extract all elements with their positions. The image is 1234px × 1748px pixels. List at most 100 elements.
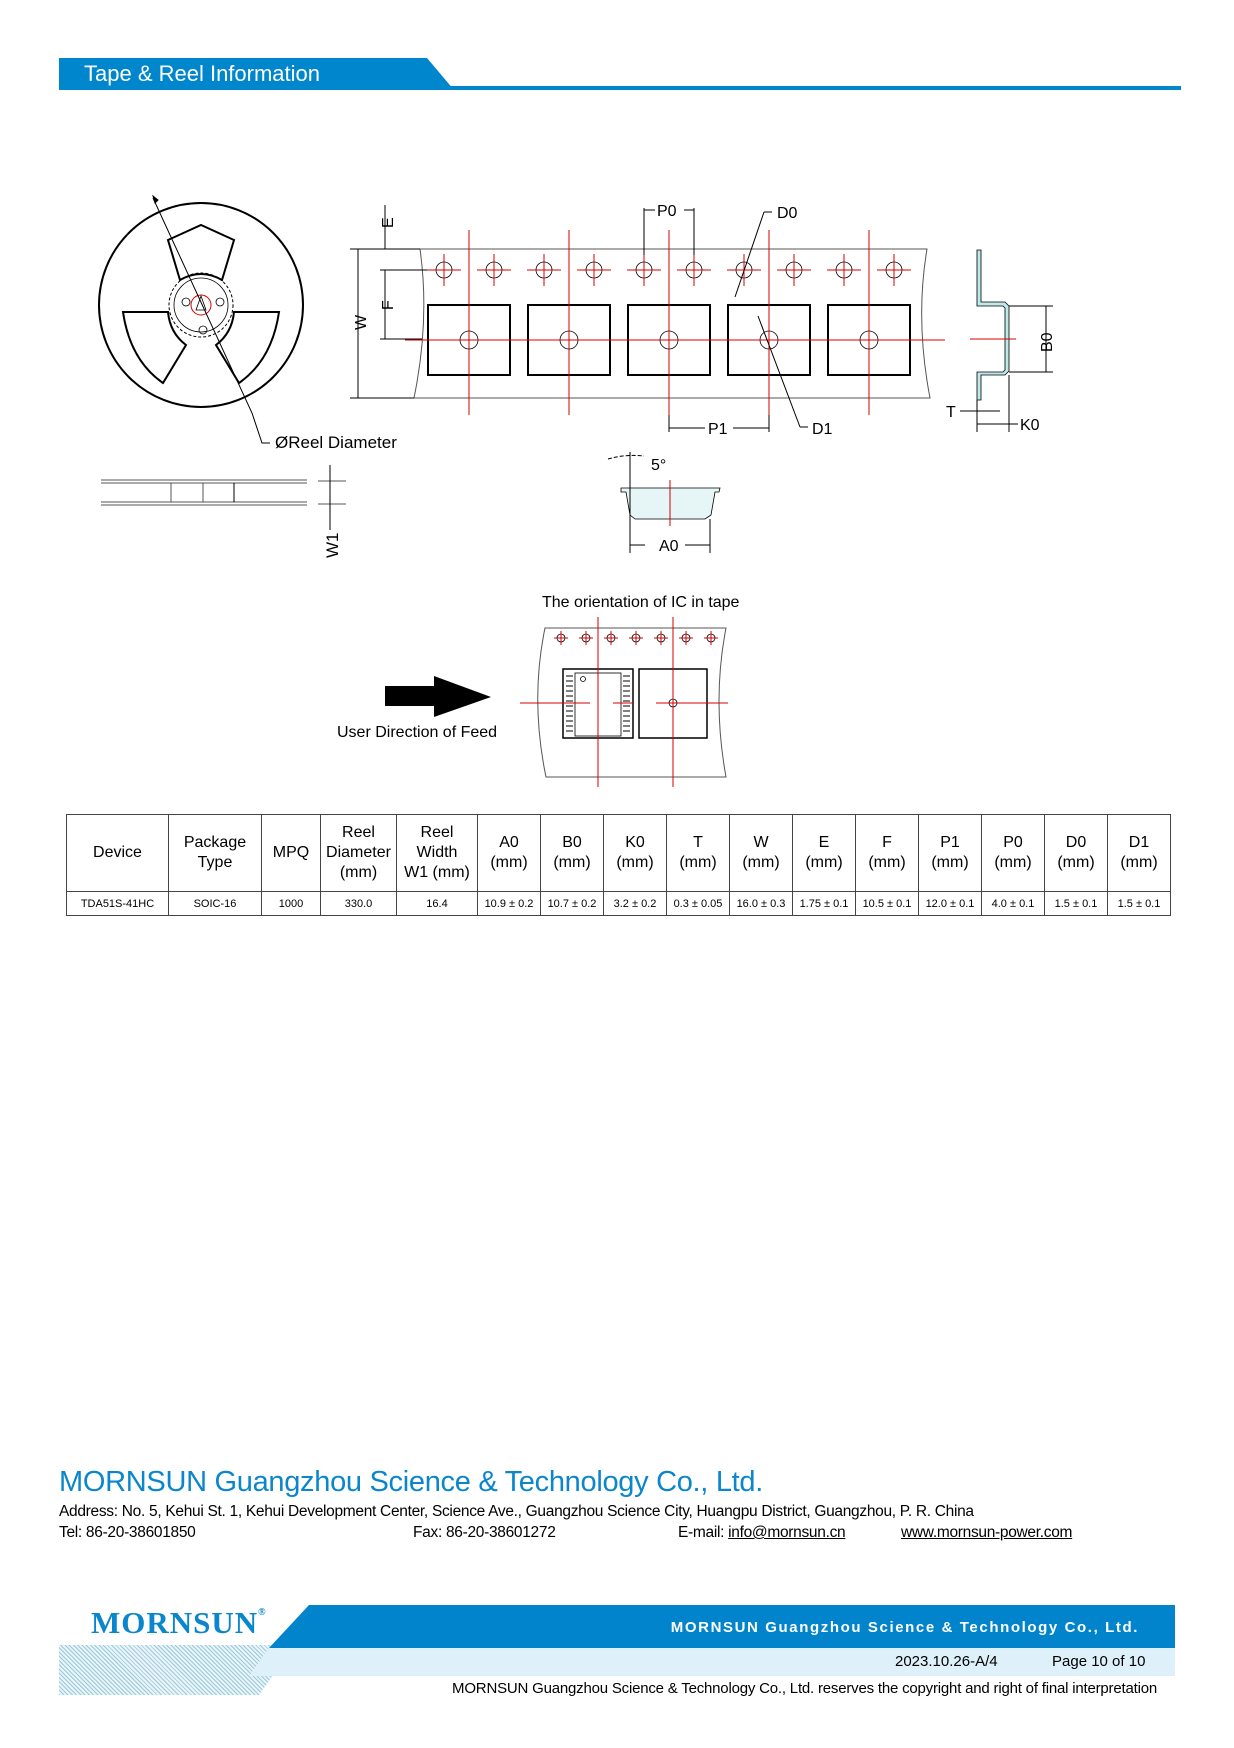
page-footer: MORNSUN® MORNSUN Guangzhou Science & Tec… — [59, 1597, 1175, 1697]
column-header: T (mm) — [666, 814, 730, 892]
company-fax: Fax: 86-20-38601272 — [413, 1524, 556, 1541]
column-header-line: (mm) — [994, 854, 1032, 871]
column-header: D1 (mm) — [1107, 814, 1171, 892]
column-header-line: E — [818, 834, 830, 851]
column-header-line: Width — [416, 844, 458, 861]
table-cell: 1.5 ± 0.1 — [1044, 891, 1108, 916]
column-header: B0 (mm) — [540, 814, 604, 892]
table-cell: 10.5 ± 0.1 — [855, 891, 919, 916]
registered-mark-icon: ® — [258, 1607, 267, 1618]
column-header-line: (mm) — [868, 854, 906, 871]
column-header-line: P0 — [1003, 834, 1023, 851]
column-header: A0 (mm) — [477, 814, 541, 892]
table-cell: SOIC-16 — [168, 891, 262, 916]
carrier-tape-top-view: E F W — [350, 203, 945, 438]
column-header-line: (mm) — [1057, 854, 1095, 871]
p0-label: P0 — [657, 203, 677, 220]
column-header-line: B0 — [562, 834, 582, 851]
email-label: E-mail: — [678, 1524, 729, 1541]
column-header-line: Reel — [342, 824, 375, 841]
b0-label: B0 — [1039, 332, 1056, 352]
company-tel: Tel: 86-20-38601850 — [59, 1524, 196, 1541]
column-header-line: (mm) — [339, 864, 378, 881]
column-header-line: (mm) — [553, 854, 591, 871]
footer-band-company: MORNSUN Guangzhou Science & Technology C… — [670, 1619, 1139, 1636]
reel-diameter-label: ØReel Diameter — [275, 433, 397, 452]
company-website: www.mornsun-power.com — [901, 1524, 1072, 1542]
email-link[interactable]: info@mornsun.cn — [728, 1524, 846, 1541]
tape-cross-section: B0 T K0 — [946, 249, 1056, 434]
column-header-line: W — [753, 834, 769, 851]
angle-label: 5° — [651, 457, 666, 474]
column-header-line: F — [882, 834, 892, 851]
column-header-line: A0 — [499, 834, 519, 851]
column-header-line: (mm) — [490, 854, 528, 871]
section-header-bar — [59, 58, 454, 90]
t-label: T — [946, 404, 956, 421]
column-header-line: (mm) — [931, 854, 969, 871]
column-header-line: K0 — [625, 834, 645, 851]
revision-label: 2023.10.26-A/4 — [895, 1653, 998, 1670]
website-link[interactable]: www.mornsun-power.com — [901, 1524, 1073, 1541]
orientation-title: The orientation of IC in tape — [542, 594, 740, 611]
table-cell: TDA51S-41HC — [66, 891, 169, 916]
table-cell: 330.0 — [320, 891, 397, 916]
column-header: W (mm) — [729, 814, 793, 892]
column-header-line: D1 — [1128, 834, 1150, 851]
feed-direction-arrow-icon — [385, 676, 491, 717]
k0-label: K0 — [1020, 417, 1040, 434]
table-cell: 12.0 ± 0.1 — [918, 891, 982, 916]
table-cell: 16.0 ± 0.3 — [729, 891, 793, 916]
page-number: Page 10 of 10 — [1052, 1653, 1146, 1670]
w-label: W — [353, 314, 370, 330]
mornsun-logo: MORNSUN® — [91, 1605, 267, 1641]
column-header: E(mm) — [792, 814, 856, 892]
company-address: Address: No. 5, Kehui St. 1, Kehui Devel… — [59, 1503, 974, 1520]
company-email: E-mail: info@mornsun.cn — [678, 1524, 846, 1542]
column-header-line: Device — [93, 844, 142, 861]
column-header: D0 (mm) — [1044, 814, 1108, 892]
ic-orientation-view — [520, 617, 728, 787]
column-header-line: T — [693, 834, 703, 851]
reel-front-view — [98, 194, 304, 444]
f-label: F — [380, 300, 397, 310]
column-header: Device — [66, 814, 169, 892]
column-header: K0 (mm) — [603, 814, 667, 892]
table-cell: 16.4 — [396, 891, 478, 916]
logo-text: MORNSUN — [91, 1605, 259, 1640]
company-name: MORNSUN Guangzhou Science & Technology C… — [59, 1466, 763, 1498]
copyright-notice: MORNSUN Guangzhou Science & Technology C… — [452, 1680, 1157, 1697]
tape-reel-drawing: ØReel Diameter W1 E F W — [98, 194, 1056, 787]
column-header-line: (mm) — [679, 854, 717, 871]
table-cell: 1000 — [261, 891, 321, 916]
footer-light-band — [249, 1648, 1175, 1676]
table-cell: 10.7 ± 0.2 — [540, 891, 604, 916]
column-header-line: P1 — [940, 834, 960, 851]
e-label: E — [380, 217, 397, 228]
column-header-line: MPQ — [272, 844, 310, 861]
d1-label: D1 — [812, 421, 833, 438]
feed-direction-label: User Direction of Feed — [337, 724, 497, 741]
column-header-line: (mm) — [742, 854, 780, 871]
column-header-line: Diameter — [326, 844, 391, 861]
table-cell: 3.2 ± 0.2 — [603, 891, 667, 916]
footer-blue-band — [269, 1605, 1175, 1648]
column-header: P0 (mm) — [981, 814, 1045, 892]
table-cell: 4.0 ± 0.1 — [981, 891, 1045, 916]
column-header-line: (mm) — [1120, 854, 1158, 871]
p1-label: P1 — [708, 421, 728, 438]
table-cell: 1.5 ± 0.1 — [1107, 891, 1171, 916]
column-header-line: (mm) — [616, 854, 654, 871]
w1-label: W1 — [323, 533, 342, 559]
section-title: Tape & Reel Information — [84, 61, 321, 86]
column-header-line: Package — [183, 834, 247, 851]
section-header: Tape & Reel Information — [59, 58, 1181, 91]
column-header: MPQ — [261, 814, 321, 892]
column-header: P1 (mm) — [918, 814, 982, 892]
column-header-line: D0 — [1065, 834, 1087, 851]
